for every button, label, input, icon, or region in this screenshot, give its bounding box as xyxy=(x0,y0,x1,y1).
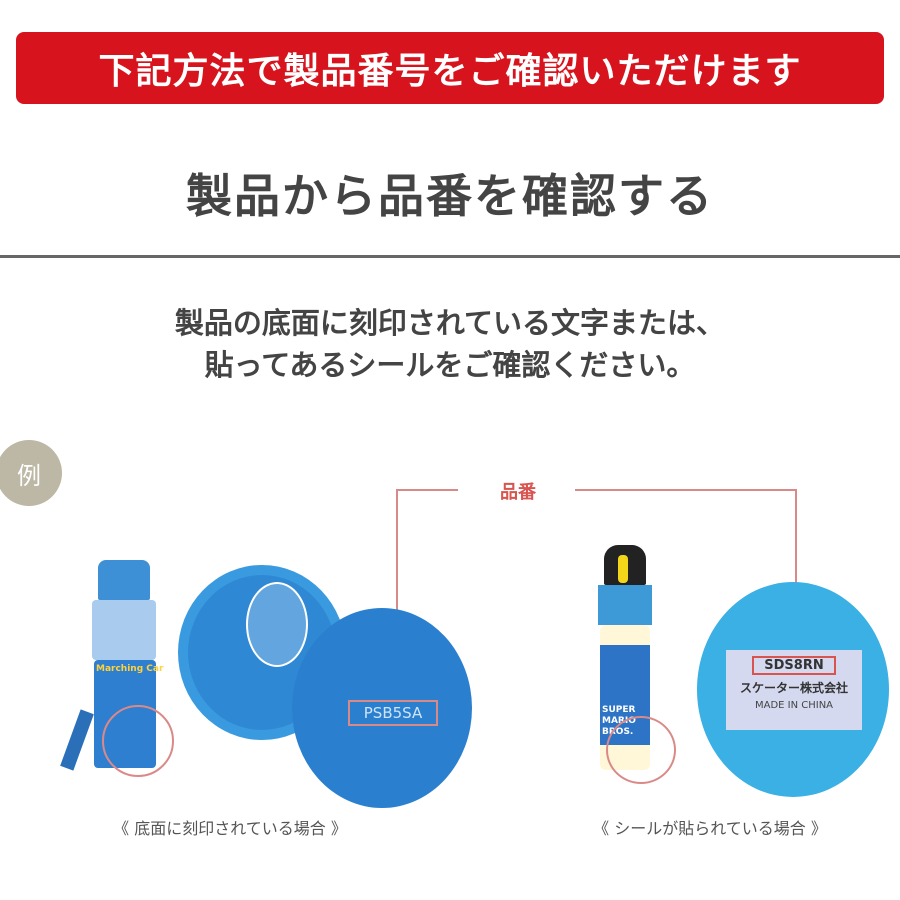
highlight-circle xyxy=(606,716,676,784)
notice-banner: 下記方法で製品番号をご確認いただけます xyxy=(16,32,884,104)
leader-line xyxy=(575,489,797,491)
instruction-line-2: 貼ってあるシールをご確認ください。 xyxy=(204,348,696,382)
sticker: SDS8RN スケーター株式会社 MADE IN CHINA xyxy=(726,650,862,730)
highlight-circle xyxy=(102,705,174,777)
zoom-circle xyxy=(246,582,308,667)
caption-right: 《 シールが貼られている場合 》 xyxy=(593,819,827,838)
divider xyxy=(0,255,900,258)
instruction-line-1: 製品の底面に刻印されている文字または、 xyxy=(174,306,726,340)
sticker-code: SDS8RN xyxy=(752,656,836,675)
bottle-print: Marching Car xyxy=(96,664,164,674)
engraved-code: PSB5SA xyxy=(348,700,438,726)
caption-left: 《 底面に刻印されている場合 》 xyxy=(113,819,347,838)
sticker-origin: MADE IN CHINA xyxy=(754,700,834,711)
part-number-label: 品番 xyxy=(500,482,536,503)
page-title: 製品から品番を確認する xyxy=(186,169,714,223)
leader-line xyxy=(795,489,797,649)
example-badge: 例 xyxy=(0,440,62,506)
leader-line xyxy=(396,489,458,491)
closeup-image xyxy=(292,608,472,808)
leader-line xyxy=(396,489,398,699)
instructions: 製品の底面に刻印されている文字または、 貼ってあるシールをご確認ください。 xyxy=(0,302,900,386)
sticker-company: スケーター株式会社 xyxy=(739,681,848,695)
